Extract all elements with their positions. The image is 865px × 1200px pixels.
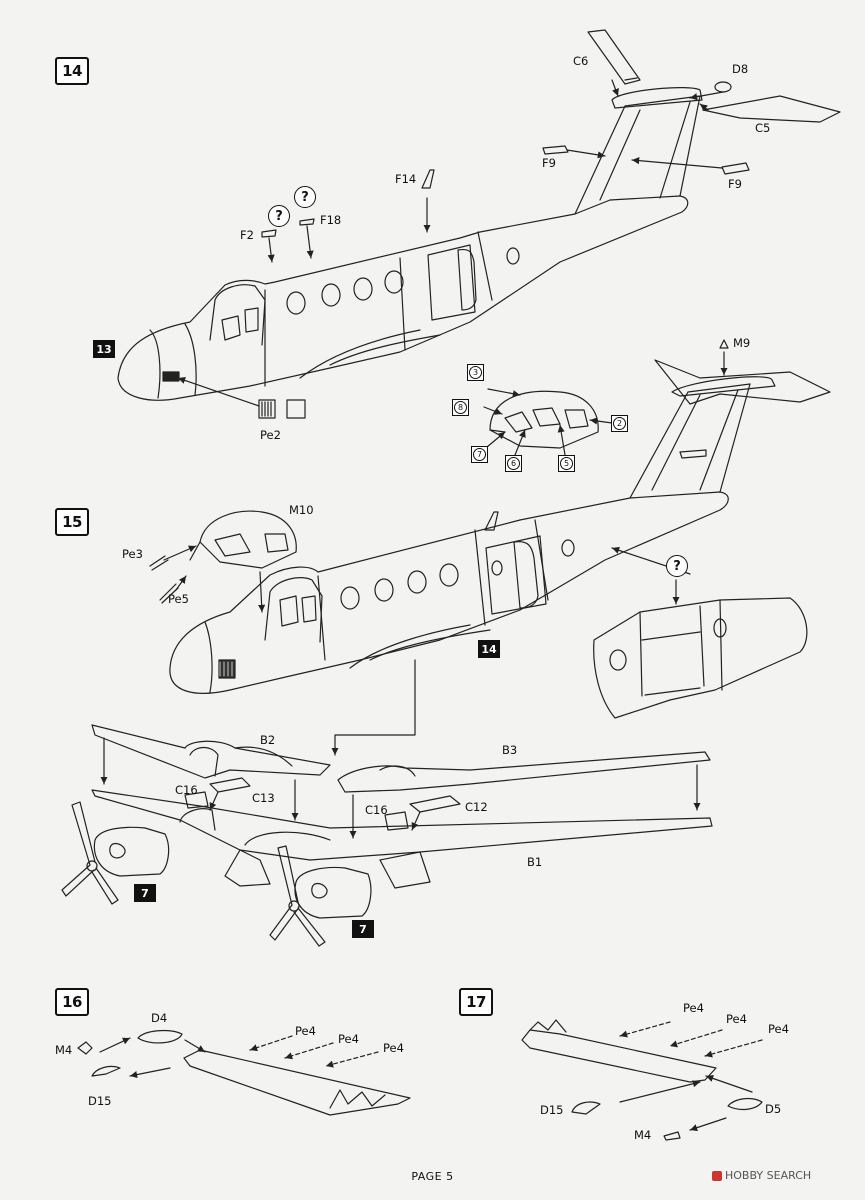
part-label-b3: B3 [502, 743, 518, 757]
step17-aileron [521, 1019, 763, 1141]
clear-part-2: 2 [611, 415, 628, 432]
part-label-f9: F9 [542, 156, 556, 170]
part-label-pe4: Pe4 [726, 1012, 747, 1026]
clear-part-6: 6 [505, 455, 522, 472]
part-label-m4: M4 [634, 1128, 652, 1142]
step15-assembly [149, 339, 831, 756]
part-label-b2: B2 [260, 733, 276, 747]
part-label-pe4: Pe4 [295, 1024, 316, 1038]
part-label-f9: F9 [728, 177, 742, 191]
optional-part-question-icon: ? [294, 186, 316, 208]
part-label-pe4: Pe4 [683, 1001, 704, 1015]
part-label-c6: C6 [573, 54, 589, 68]
clear-part-7: 7 [471, 446, 488, 463]
part-label-d5: D5 [765, 1102, 782, 1116]
optional-part-question-icon: ? [666, 555, 688, 577]
part-label-f2: F2 [240, 228, 254, 242]
step14-fuselage [117, 29, 841, 419]
step-14-badge: 14 [55, 57, 89, 85]
clear-part-3: 3 [467, 364, 484, 381]
ref-7-badge: 7 [352, 920, 374, 938]
part-label-pe5: Pe5 [168, 592, 189, 606]
part-label-m10: M10 [289, 503, 314, 517]
watermark: HOBBY SEARCH [712, 1169, 811, 1182]
part-label-c16: C16 [175, 783, 198, 797]
ref-14-badge: 14 [478, 640, 500, 658]
step16-aileron [77, 1029, 411, 1116]
wing-assembly [61, 724, 713, 947]
step-15-badge: 15 [55, 508, 89, 536]
part-label-pe3: Pe3 [122, 547, 143, 561]
part-label-pe4: Pe4 [768, 1022, 789, 1036]
step-17-badge: 17 [459, 988, 493, 1016]
part-label-c13: C13 [252, 791, 275, 805]
part-label-b1: B1 [527, 855, 543, 869]
part-label-c16: C16 [365, 803, 388, 817]
watermark-text: HOBBY SEARCH [725, 1169, 812, 1182]
part-label-d15: D15 [88, 1094, 112, 1108]
part-label-d8: D8 [732, 62, 749, 76]
watermark-logo-icon [712, 1170, 722, 1181]
part-label-c12: C12 [465, 800, 488, 814]
page-number: PAGE 5 [411, 1170, 454, 1183]
ref-7-badge: 7 [134, 884, 156, 902]
part-label-d15: D15 [540, 1103, 564, 1117]
part-label-f14: F14 [395, 172, 417, 186]
part-label-pe2: Pe2 [260, 428, 281, 442]
step-16-badge: 16 [55, 988, 89, 1016]
clear-part-5: 5 [558, 455, 575, 472]
ref-13-badge: 13 [93, 340, 115, 358]
part-label-m4: M4 [55, 1043, 73, 1057]
part-label-c5: C5 [755, 121, 771, 135]
part-label-d4: D4 [151, 1011, 168, 1025]
canopy-clear-parts [483, 388, 613, 456]
optional-part-question-icon: ? [268, 205, 290, 227]
part-label-m9: M9 [733, 336, 751, 350]
part-label-pe4: Pe4 [383, 1041, 404, 1055]
part-label-pe4: Pe4 [338, 1032, 359, 1046]
part-label-f18: F18 [320, 213, 342, 227]
clear-part-8: 8 [452, 399, 469, 416]
